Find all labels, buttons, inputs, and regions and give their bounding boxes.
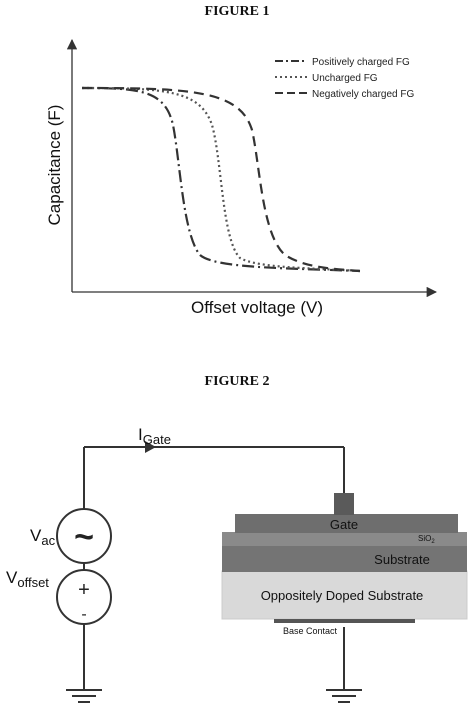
left-ground-icon: [66, 689, 102, 703]
opposite-doped-layer: [221, 570, 468, 620]
current-arrow: [145, 441, 156, 453]
vac-label: Vac: [30, 526, 56, 548]
current-label: IGate: [138, 425, 171, 447]
base-contact-bar: [274, 619, 415, 623]
curve-negatively-charged: [81, 86, 361, 273]
x-axis-label: Offset voltage (V): [191, 298, 323, 317]
circuit: [83, 446, 345, 690]
plus-sign: +: [78, 579, 90, 601]
figure1-title: FIGURE 1: [204, 4, 270, 19]
legend-uncharged: Uncharged FG: [312, 73, 378, 84]
gate-label: Gate: [330, 517, 358, 532]
oxide-layer: [222, 532, 467, 546]
y-axis-label: Capacitance (F): [45, 105, 64, 226]
legend: Positively charged FG Uncharged FG Negat…: [275, 57, 414, 100]
minus-sign: -: [81, 606, 86, 623]
figure2-title: FIGURE 2: [204, 374, 270, 389]
gate-layer: [235, 514, 458, 533]
dc-source: + -: [56, 569, 112, 625]
gate-contact: [334, 493, 354, 515]
cv-plot: Capacitance (F) Offset voltage (V) Posit…: [45, 38, 438, 317]
voffset-label: Voffset: [6, 568, 49, 590]
curve-positively-charged: [81, 86, 361, 273]
substrate-layer: [222, 545, 467, 572]
base-contact-label: Base Contact: [283, 626, 338, 636]
ac-symbol: ~: [74, 518, 94, 556]
curve-uncharged: [81, 86, 361, 273]
right-ground-icon: [326, 689, 362, 703]
ac-source: ~: [56, 508, 112, 564]
opposite-doped-label: Oppositely Doped Substrate: [261, 588, 424, 603]
oxide-label: SiO2: [418, 534, 435, 545]
legend-positively-charged: Positively charged FG: [312, 57, 410, 68]
substrate-label: Substrate: [374, 552, 430, 567]
legend-negatively-charged: Negatively charged FG: [312, 89, 414, 100]
